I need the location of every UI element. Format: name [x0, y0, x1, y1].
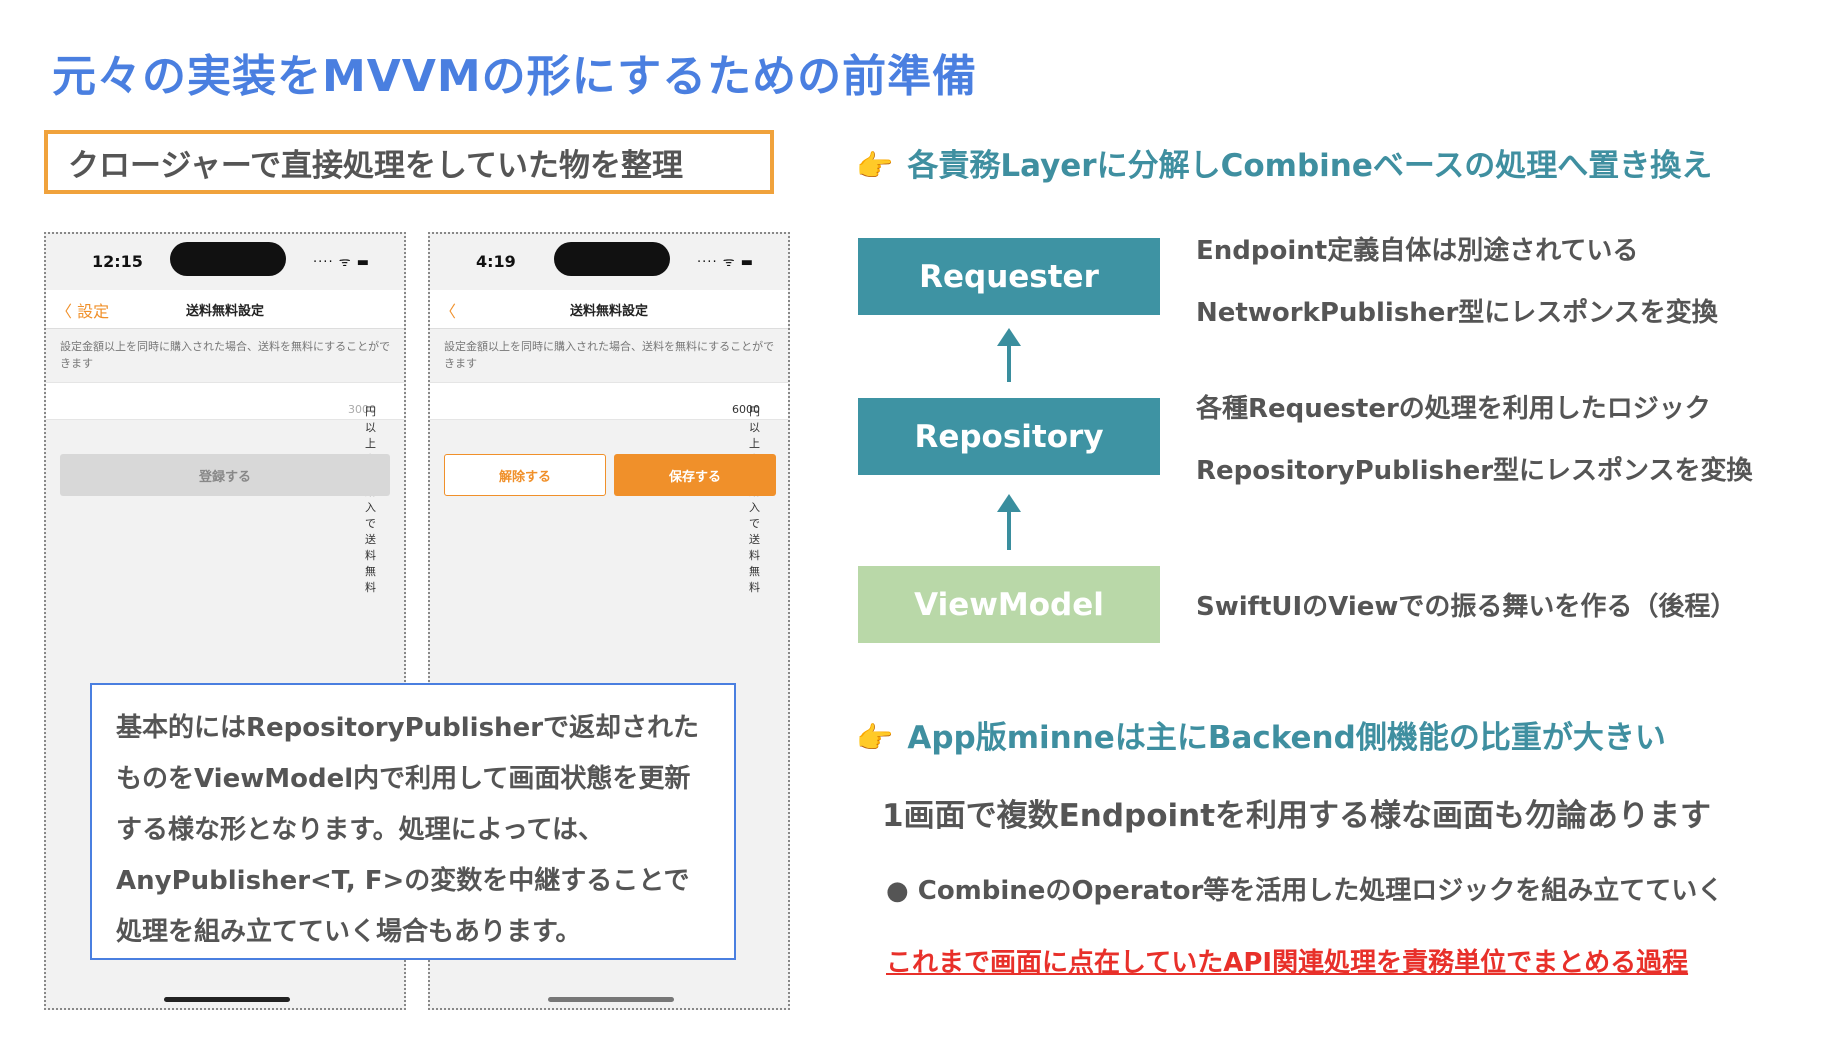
amount-input[interactable]: 3000 — [348, 403, 376, 416]
home-indicator — [164, 997, 290, 1002]
requester-desc-2: NetworkPublisher型にレスポンスを変換 — [1196, 298, 1718, 328]
status-time: 12:15 — [92, 252, 143, 271]
signal-battery-icon: ···· ᯤ ▬ — [313, 255, 370, 270]
home-indicator — [548, 997, 674, 1002]
requester-desc-1: Endpoint定義自体は別途されている — [1196, 236, 1639, 266]
arrow-up-icon — [997, 328, 1021, 346]
amount-row[interactable]: 3000 円以上上の購入で送料無料 — [46, 382, 404, 594]
arrow-up-icon — [997, 494, 1021, 512]
layer-requester: Requester — [858, 238, 1160, 315]
multi-endpoint-text: 1画面で複数Endpointを利用する様な画面も勿論あります — [882, 798, 1712, 834]
slide-title: 元々の実装をMVVMの形にするための前準備 — [52, 51, 978, 102]
pointing-hand-icon: 👉 — [856, 149, 894, 184]
nav-title: 送料無料設定 — [185, 304, 264, 319]
status-bar: 12:15 ···· ᯤ ▬ — [46, 234, 404, 290]
nav-bar: 〈 送料無料設定 — [430, 290, 788, 329]
pointing-hand-icon: 👉 — [856, 721, 894, 756]
amount-suffix: 円以上上の購入で送料無料 — [749, 405, 760, 594]
amount-input[interactable]: 6000 — [732, 403, 760, 416]
layer-viewmodel: ViewModel — [858, 566, 1160, 643]
arrow-line — [1007, 510, 1011, 550]
back-button[interactable]: 〈 — [440, 302, 457, 321]
setting-description: 設定金額以上を同時に購入された場合、送料を無料にすることができます — [444, 340, 775, 370]
heading-layers-text: 各責務Layerに分解しCombineベースの処理へ置き換え — [907, 148, 1713, 184]
nav-bar: 〈 設定 送料無料設定 — [46, 290, 404, 329]
save-button[interactable]: 保存する — [614, 454, 776, 496]
signal-battery-icon: ···· ᯤ ▬ — [697, 255, 754, 270]
combine-bullet: ● CombineのOperator等を活用した処理ロジックを組み立てていく — [886, 876, 1724, 906]
dynamic-island — [170, 242, 286, 276]
back-button[interactable]: 〈 設定 — [56, 302, 110, 321]
status-time: 4:19 — [476, 252, 516, 271]
register-button[interactable]: 登録する — [60, 454, 390, 496]
arrow-line — [1007, 344, 1011, 382]
status-bar: 4:19 ···· ᯤ ▬ — [430, 234, 788, 290]
amount-suffix: 円以上上の購入で送料無料 — [365, 405, 376, 594]
nav-title: 送料無料設定 — [569, 304, 648, 319]
amount-row[interactable]: 6000 円以上上の購入で送料無料 — [430, 382, 788, 594]
layer-repository: Repository — [858, 398, 1160, 475]
repository-desc-1: 各種Requesterの処理を利用したロジック — [1196, 394, 1711, 424]
left-section-label: クロージャーで直接処理をしていた物を整理 — [44, 130, 774, 194]
heading-app: 👉 App版minneは主にBackend側機能の比重が大きい — [856, 712, 1666, 757]
explanation-note: 基本的にはRepositoryPublisherで返却されたものをViewMod… — [90, 683, 736, 960]
dynamic-island — [554, 242, 670, 276]
heading-app-text: App版minneは主にBackend側機能の比重が大きい — [907, 720, 1666, 756]
setting-description: 設定金額以上を同時に購入された場合、送料を無料にすることができます — [60, 340, 391, 370]
viewmodel-desc-1: SwiftUIのViewでの振る舞いを作る（後程） — [1196, 592, 1737, 622]
cancel-button[interactable]: 解除する — [444, 454, 606, 496]
repository-desc-2: RepositoryPublisher型にレスポンスを変換 — [1196, 456, 1753, 486]
heading-layers: 👉 各責務Layerに分解しCombineベースの処理へ置き換え — [856, 140, 1712, 185]
summary-red-text: これまで画面に点在していたAPI関連処理を責務単位でまとめる過程 — [886, 948, 1689, 978]
